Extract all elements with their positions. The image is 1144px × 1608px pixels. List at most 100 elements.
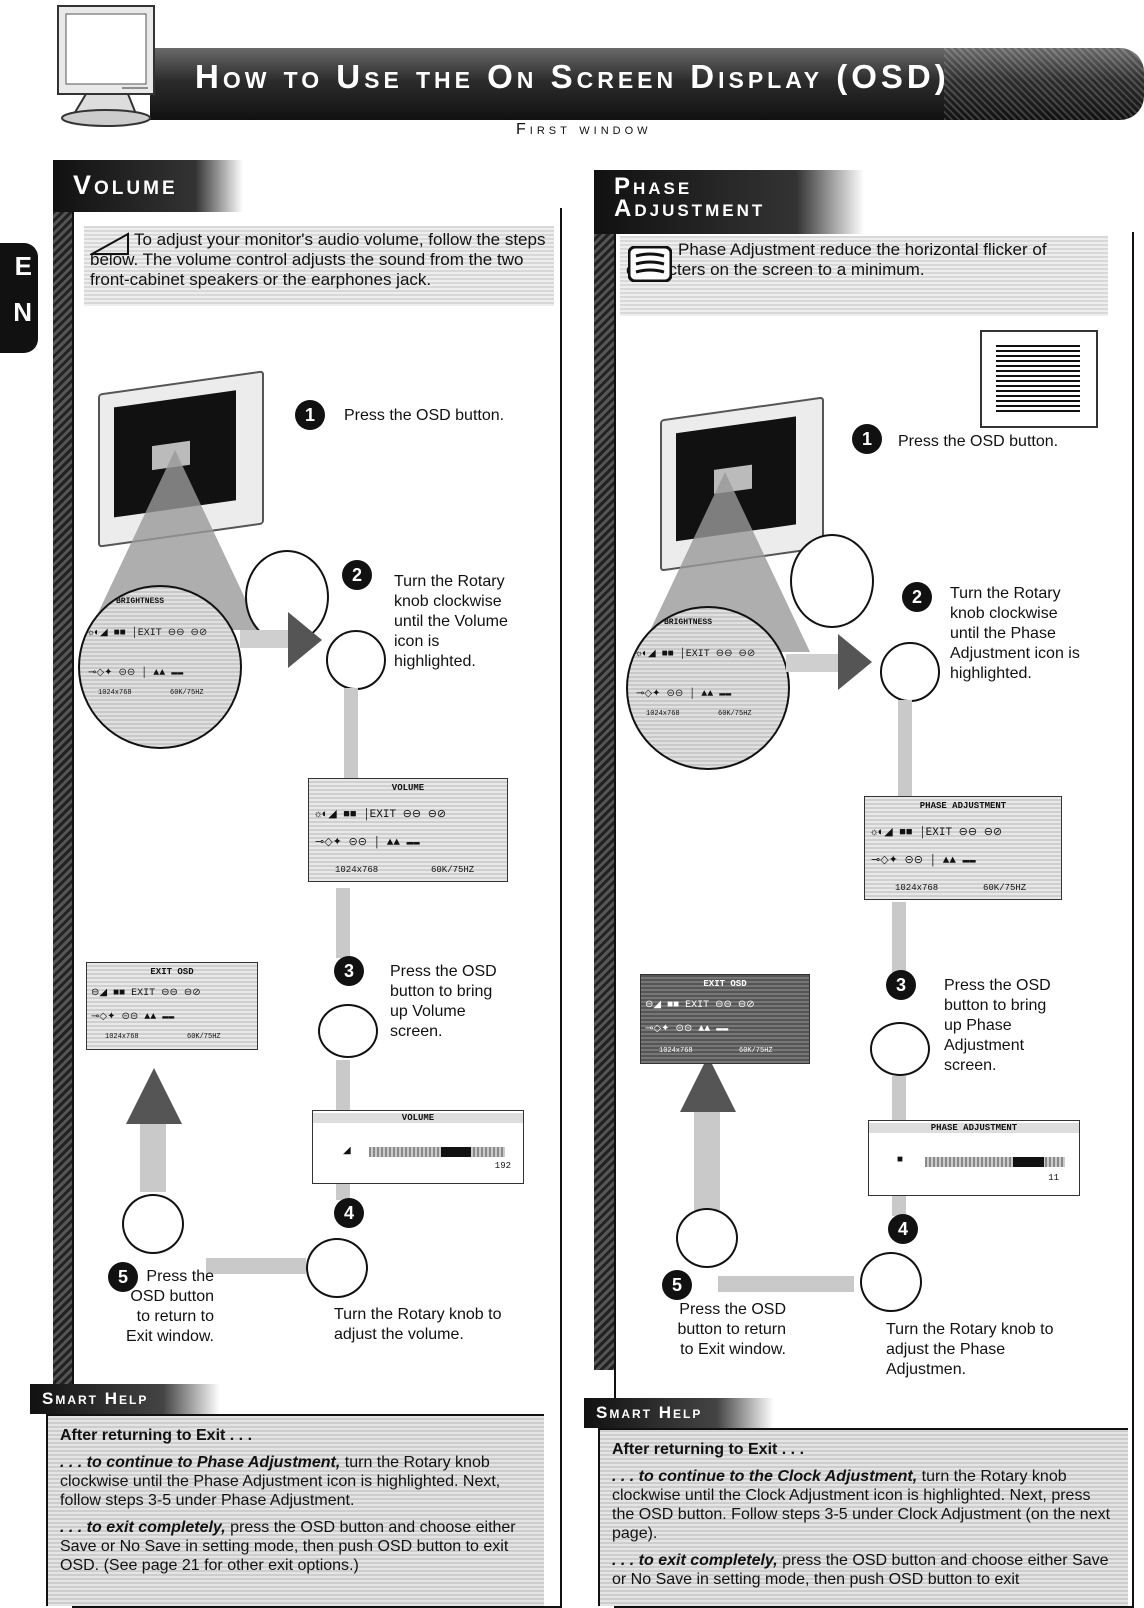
osd-volume-slider: VOLUME ◢ 192 [312, 1110, 524, 1184]
rotary-knob-icon [880, 642, 940, 702]
osd-exit-icons-2: ⊸◇✦ ⊝⊝ ▲▲ ▬▬ [645, 1024, 729, 1035]
osd-menu-freq: 60K/75HZ [431, 865, 475, 875]
phase-icon [628, 246, 672, 282]
osd-exit-icons: ⊖◢ ■■ EXIT ⊖⊖ ⊖⊘ [91, 988, 201, 999]
smart-help-lead: After returning to Exit . . . [60, 1427, 253, 1444]
osd-zoom-circle: BRIGHTNESS ☼◐◢ ■■ │EXIT ⊖⊖ ⊖⊘ ⊸◇✦ ⊝⊝ │ ▲… [626, 606, 790, 770]
flow-line [336, 888, 350, 958]
step-3-marker: 3 [334, 956, 364, 986]
smart-help-lead: After returning to Exit . . . [612, 1441, 805, 1458]
language-tab: E N [0, 243, 38, 353]
step-4-text: Turn the Rotary knob to adjust the Phase… [886, 1321, 1054, 1378]
smart-help-heading: Smart Help [30, 1384, 220, 1414]
osd-slider-fill [1013, 1157, 1044, 1167]
osd-exit-title: EXIT OSD [150, 967, 194, 977]
volume-icon [90, 232, 129, 255]
hand-press-circle [790, 534, 874, 628]
step-1-text: Press the OSD button. [898, 433, 1059, 450]
phase-intro-text: Phase Adjustment reduce the horizontal f… [626, 240, 1047, 279]
osd-slider-title: VOLUME [313, 1113, 523, 1123]
monitor-icon [57, 5, 155, 127]
osd-exit-freq: 60K/75HZ [739, 1047, 773, 1055]
phase-heading-line2: Adjustment [614, 195, 766, 222]
osd-zoom-title: BRIGHTNESS [116, 597, 165, 606]
phase-heading-line1: Phase [614, 173, 693, 200]
osd-phase-slider: PHASE ADJUSTMENT ■ 11 [868, 1120, 1080, 1196]
rotary-knob-icon [326, 630, 386, 690]
step-3-marker: 3 [886, 970, 916, 1000]
language-letter: E [14, 251, 32, 281]
arrow-shaft [786, 654, 846, 672]
step-4-text: Turn the Rotary knob to adjust the volum… [334, 1306, 502, 1343]
osd-zoom-res: 1024x768 [646, 710, 680, 718]
flow-line [694, 1110, 720, 1210]
arrow-up-icon [126, 1068, 182, 1124]
osd-volume-menu: VOLUME ☼◐◢ ■■ │EXIT ⊖⊖ ⊖⊘ ⊸◇✦ ⊝⊝ │ ▲▲ ▬▬… [308, 778, 508, 882]
step-5-text: Press the OSD button to return to Exit w… [125, 1268, 214, 1345]
flow-line [898, 700, 912, 796]
language-letter: N [13, 297, 32, 327]
volume-intro: To adjust your monitor's audio volume, f… [84, 226, 554, 306]
osd-slider-value: 192 [494, 1161, 511, 1171]
phase-heading: Phase Adjustment [594, 170, 864, 234]
phase-intro: Phase Adjustment reduce the horizontal f… [620, 236, 1108, 316]
smart-help-p2: press the OSD button and choose either S… [60, 1519, 516, 1574]
phase-column-edge [594, 170, 614, 1370]
flow-line [206, 1258, 306, 1274]
zoom-cone [640, 472, 810, 652]
volume-column-edge [53, 160, 73, 1400]
osd-zoom-freq: 60K/75HZ [170, 689, 204, 697]
smart-help-box: After returning to Exit . . . . . . to c… [598, 1428, 1128, 1606]
osd-menu-icons: ☼◐◢ ■■ │EXIT ⊖⊖ ⊖⊘ [871, 827, 1003, 839]
osd-exit-window: EXIT OSD ⊖◢ ■■ EXIT ⊖⊖ ⊖⊘ ⊸◇✦ ⊝⊝ ▲▲ ▬▬ 1… [640, 974, 810, 1064]
arrow-right-icon [288, 612, 322, 668]
smart-help-p1: turn the Rotary knob clockwise until the… [60, 1454, 501, 1509]
osd-zoom-icons-2: ⊸◇✦ ⊝⊝ │ ▲▲ ▬▬ [636, 689, 732, 700]
step-1-marker: 1 [295, 400, 325, 430]
step-5-marker: 5 [108, 1262, 138, 1292]
arrow-shaft [240, 630, 300, 648]
osd-button-press-icon [870, 1022, 930, 1076]
osd-exit-res: 1024x768 [105, 1033, 139, 1041]
osd-slider-track [369, 1147, 505, 1157]
smart-help-p1-emph: . . . to continue to the Clock Adjustmen… [612, 1468, 918, 1485]
header-banner [150, 48, 1144, 120]
flicker-screen-illustration [980, 330, 1098, 428]
step-3-text: Press the OSD button to bring up Volume … [390, 963, 497, 1040]
step-4-marker: 4 [334, 1198, 364, 1228]
flow-line [140, 1122, 166, 1192]
osd-exit-res: 1024x768 [659, 1047, 693, 1055]
osd-zoom-freq: 60K/75HZ [718, 710, 752, 718]
arrow-up-icon [680, 1056, 736, 1112]
step-4-marker: 4 [888, 1214, 918, 1244]
osd-menu-icons: ☼◐◢ ■■ │EXIT ⊖⊖ ⊖⊘ [315, 809, 447, 821]
osd-zoom-title: BRIGHTNESS [664, 618, 713, 627]
volume-intro-text: To adjust your monitor's audio volume, f… [90, 230, 546, 289]
osd-exit-window: EXIT OSD ⊖◢ ■■ EXIT ⊖⊖ ⊖⊘ ⊸◇✦ ⊝⊝ ▲▲ ▬▬ 1… [86, 962, 258, 1050]
osd-zoom-icons: ☼◐◢ ■■ │EXIT ⊖⊖ ⊖⊘ [636, 649, 756, 660]
osd-exit-icons-2: ⊸◇✦ ⊝⊝ ▲▲ ▬▬ [91, 1012, 175, 1023]
zoom-cone [90, 450, 260, 630]
rotary-knob-icon [306, 1238, 368, 1298]
osd-slider-title: PHASE ADJUSTMENT [869, 1123, 1079, 1133]
osd-menu-icons-2: ⊸◇✦ ⊝⊝ │ ▲▲ ▬▬ [315, 837, 420, 849]
osd-zoom-icons: ☼◐◢ ■■ │EXIT ⊖⊖ ⊖⊘ [88, 628, 208, 639]
step-2-text: Turn the Rotary knob clockwise until the… [394, 573, 508, 670]
smart-help-p1: turn the Rotary knob clockwise until the… [612, 1468, 1111, 1542]
smart-help-p2: press the OSD button and choose either S… [612, 1552, 1109, 1588]
step-1-text: Press the OSD button. [344, 407, 505, 424]
osd-menu-title: PHASE ADJUSTMENT [919, 801, 1007, 811]
smart-help-p2-emph: . . . to exit completely, [60, 1519, 226, 1536]
step-1-marker: 1 [852, 424, 882, 454]
osd-button-press-icon [676, 1208, 738, 1268]
smart-help-heading: Smart Help [584, 1398, 774, 1428]
page-title: How to Use the On Screen Display (OSD) [195, 58, 950, 95]
osd-menu-freq: 60K/75HZ [983, 883, 1027, 893]
volume-heading: Volume [53, 160, 243, 212]
osd-slider-value: 11 [1048, 1173, 1059, 1183]
smart-help-box: After returning to Exit . . . . . . to c… [46, 1414, 544, 1606]
flow-line [718, 1276, 854, 1292]
speaker-icon: ◢ [343, 1146, 351, 1157]
osd-menu-title: VOLUME [391, 783, 425, 793]
osd-zoom-circle: BRIGHTNESS ☼◐◢ ■■ │EXIT ⊖⊖ ⊖⊘ ⊸◇✦ ⊝⊝ │ ▲… [78, 585, 242, 749]
